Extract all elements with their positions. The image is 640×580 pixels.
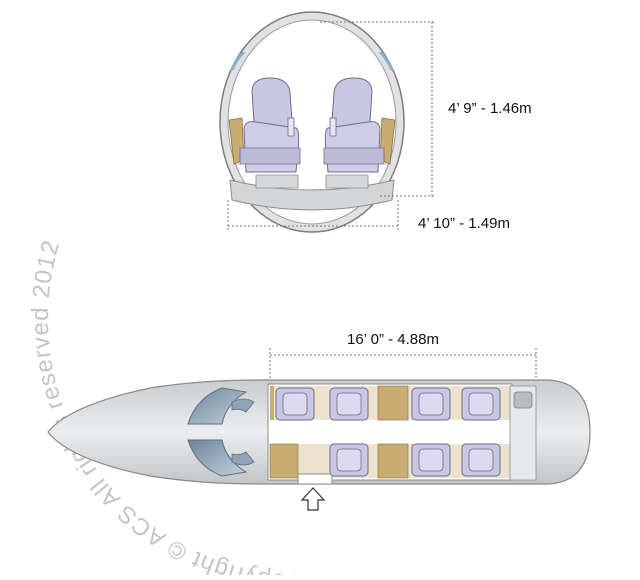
seat-upper-3	[411, 387, 451, 421]
up-arrow-icon	[300, 487, 326, 511]
seat-upper-2	[329, 387, 369, 421]
seat-lower-2	[411, 443, 451, 477]
cross-section-seat-left	[239, 77, 301, 173]
cabin-length-dimension	[269, 348, 537, 380]
height-dimension-label: 4’ 9” - 1.46m	[448, 100, 532, 117]
floor-plan	[47, 379, 591, 485]
cross-section-dimensions	[227, 21, 436, 230]
cabin-length-label: 16’ 0” - 4.88m	[347, 331, 439, 348]
cross-section	[219, 11, 405, 233]
seat-upper-1	[275, 387, 315, 421]
seat-upper-4	[461, 387, 501, 421]
width-dimension-label: 4’ 10” - 1.49m	[418, 215, 510, 232]
seat-lower-3	[461, 443, 501, 477]
cross-section-seat-right	[323, 77, 385, 173]
seat-lower-1	[329, 443, 369, 477]
floor-plan-seats	[275, 387, 501, 477]
